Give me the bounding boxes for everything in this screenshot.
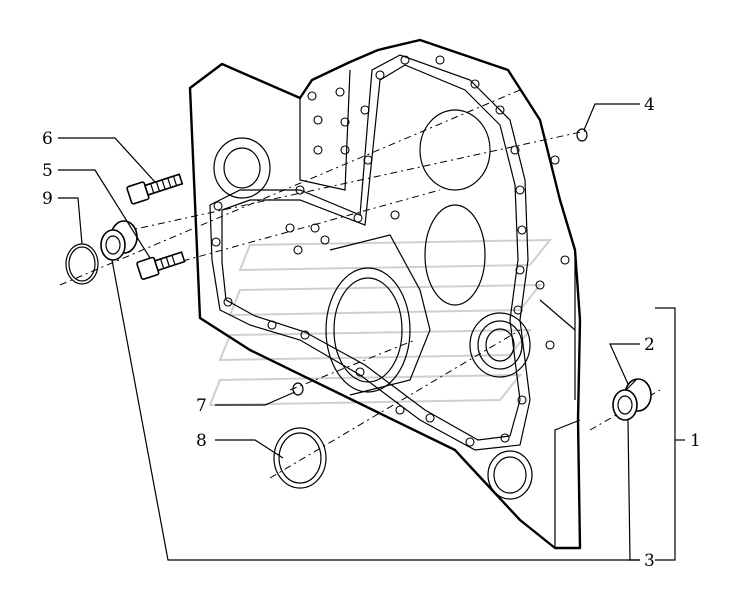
callout-4: 4: [644, 95, 655, 115]
bolt-part-6: [126, 173, 184, 205]
callout-5: 5: [42, 161, 53, 181]
seal-ring-part-8: [273, 427, 327, 489]
leader-4: [583, 103, 640, 131]
housing-outline: [188, 38, 582, 550]
bolt-part-5: [136, 251, 186, 280]
leader-7: [215, 391, 296, 406]
callout-9: 9: [42, 189, 53, 209]
callout-3: 3: [644, 551, 655, 571]
leader-3-right: [627, 419, 640, 561]
bearing-part-2: [612, 378, 652, 421]
leader-6: [58, 137, 156, 183]
leader-2: [609, 343, 640, 385]
callout-7: 7: [196, 396, 207, 416]
o-ring-part-4: [576, 128, 588, 142]
callouts: 6 5 9 4 2 1 3 7 8: [42, 95, 701, 571]
callout-2: 2: [644, 335, 655, 355]
callout-8: 8: [196, 431, 207, 451]
bearing-part-3-left: [100, 220, 138, 261]
o-ring-part-7: [292, 382, 304, 396]
gasket-flange: [209, 54, 531, 451]
bracket-1: [655, 307, 676, 561]
center-lines: [59, 89, 661, 479]
leader-3: [111, 259, 640, 561]
snap-ring-part-9: [65, 243, 99, 285]
callout-1: 1: [690, 431, 701, 451]
watermark-logo: [208, 238, 553, 407]
callout-6: 6: [42, 129, 53, 149]
leader-9: [58, 197, 83, 245]
leader-lines: [58, 103, 685, 561]
housing: [188, 38, 582, 550]
leader-8: [215, 439, 284, 459]
leader-5: [58, 169, 151, 259]
